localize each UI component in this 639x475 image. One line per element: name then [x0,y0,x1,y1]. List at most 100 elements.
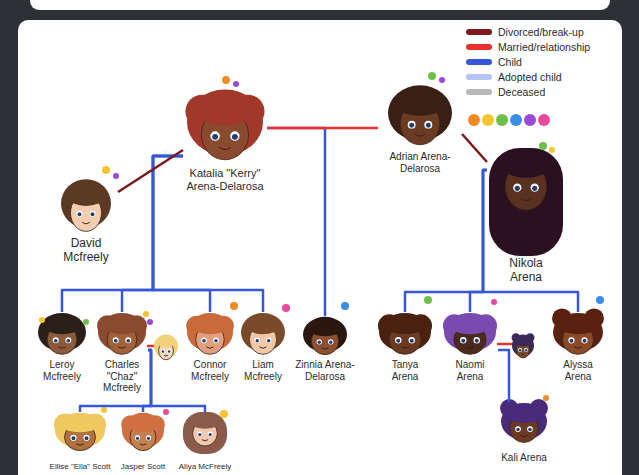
portrait-part [519,349,521,351]
portrait-part [232,134,238,140]
portrait-part [167,349,171,353]
portrait [552,308,604,354]
person-node: Zinnia Arena-Delarosa [283,316,367,384]
flag-dot [428,72,436,80]
portrait-part [140,444,147,445]
legend-text: Adopted child [498,71,562,83]
portrait-part [200,107,249,126]
portrait-part [125,337,131,343]
portrait [61,179,111,231]
portrait [378,313,432,354]
portrait-part [206,347,213,348]
portrait-part [520,435,527,436]
flag-dot [230,302,238,310]
legend-swatch [466,89,492,95]
person-node: Kali Arena [499,402,549,465]
child-line [80,350,151,412]
portrait-part [461,339,465,343]
portrait-part [509,412,539,423]
flag-dot [341,302,349,310]
portrait-part [70,435,76,441]
portrait-part [66,339,70,343]
legend-row: Adopted child [466,70,590,84]
portrait-part [126,339,130,343]
portrait [97,313,147,354]
portrait-part [136,437,139,440]
person-node: Leroy Mcfreely [36,312,88,384]
portrait-part [518,348,522,352]
portrait-part [213,337,219,343]
portrait-part [525,349,527,351]
flag-dot [101,407,107,413]
portrait-part [255,338,260,343]
person-name: Naomi Arena [450,359,490,382]
flag-dot [222,76,230,84]
portrait-part [415,134,425,136]
legend-row: Deceased [466,85,590,99]
portrait-part [515,426,521,432]
legend: Divorced/break-upMarried/relationshipChi… [466,25,590,100]
portrait-part [85,436,89,440]
flag-dot [491,299,497,305]
portrait-part [195,323,225,334]
portrait-part [162,350,164,352]
portrait [185,90,264,160]
portrait-part [401,347,409,348]
portrait-part [410,339,414,343]
portrait [241,313,285,354]
portrait-part [267,339,270,342]
portrait-part [118,347,125,348]
portrait-part [64,422,97,432]
portrait-part [474,337,480,343]
portrait [443,313,497,354]
portrait-part [65,337,71,343]
portrait-part [515,186,520,191]
person-name: Jasper Scott [121,462,165,471]
card [18,20,622,475]
legend-row: Child [466,55,590,69]
portrait-part [475,339,479,343]
previous-card [30,0,610,10]
flag-dot [549,147,555,153]
portrait [54,413,106,451]
portrait [388,85,452,144]
legend-swatch [466,29,492,35]
person-name: Nikola Arena [496,257,556,285]
child-line [405,170,487,312]
person-name: David Mcfreely [56,237,116,265]
legend-row: Married/relationship [466,40,590,54]
portrait-part [106,323,137,334]
portrait-part [183,412,227,454]
portrait-part [489,148,563,256]
person-name: Ellise "Ella" Scott [50,462,111,471]
portrait-part [214,339,218,343]
person-name: Alyssa Arena [558,359,598,382]
portrait-part [72,436,76,440]
child-line [267,128,325,316]
legend-text: Deceased [498,86,545,98]
portrait-part [395,337,401,343]
person-name: Tanya Arena [385,359,425,382]
person-node: Charles "Chaz" Mcfreely [96,312,148,395]
child-line [498,350,509,402]
person-node: Katalia "Kerry" Arena-Delarosa [183,88,267,194]
person-node: Ellise "Ella" Scott [48,412,113,473]
portrait-part [91,212,95,216]
person-node: Naomi Arena [442,312,498,384]
flag-dot [163,409,169,415]
relationship-line [462,134,487,162]
person-node: David Mcfreely [54,178,118,265]
portrait [500,399,548,443]
portrait [512,333,535,358]
portrait-part [54,339,58,343]
flag-dot [424,296,432,304]
portrait-part [161,349,165,353]
person-node: Liam Mcfreely [239,312,287,384]
flag-dot [233,81,239,87]
portraits [38,72,604,454]
portrait-part [426,123,431,128]
portrait-part [53,337,59,343]
flag-dot [543,395,549,401]
portrait-part [164,355,168,357]
